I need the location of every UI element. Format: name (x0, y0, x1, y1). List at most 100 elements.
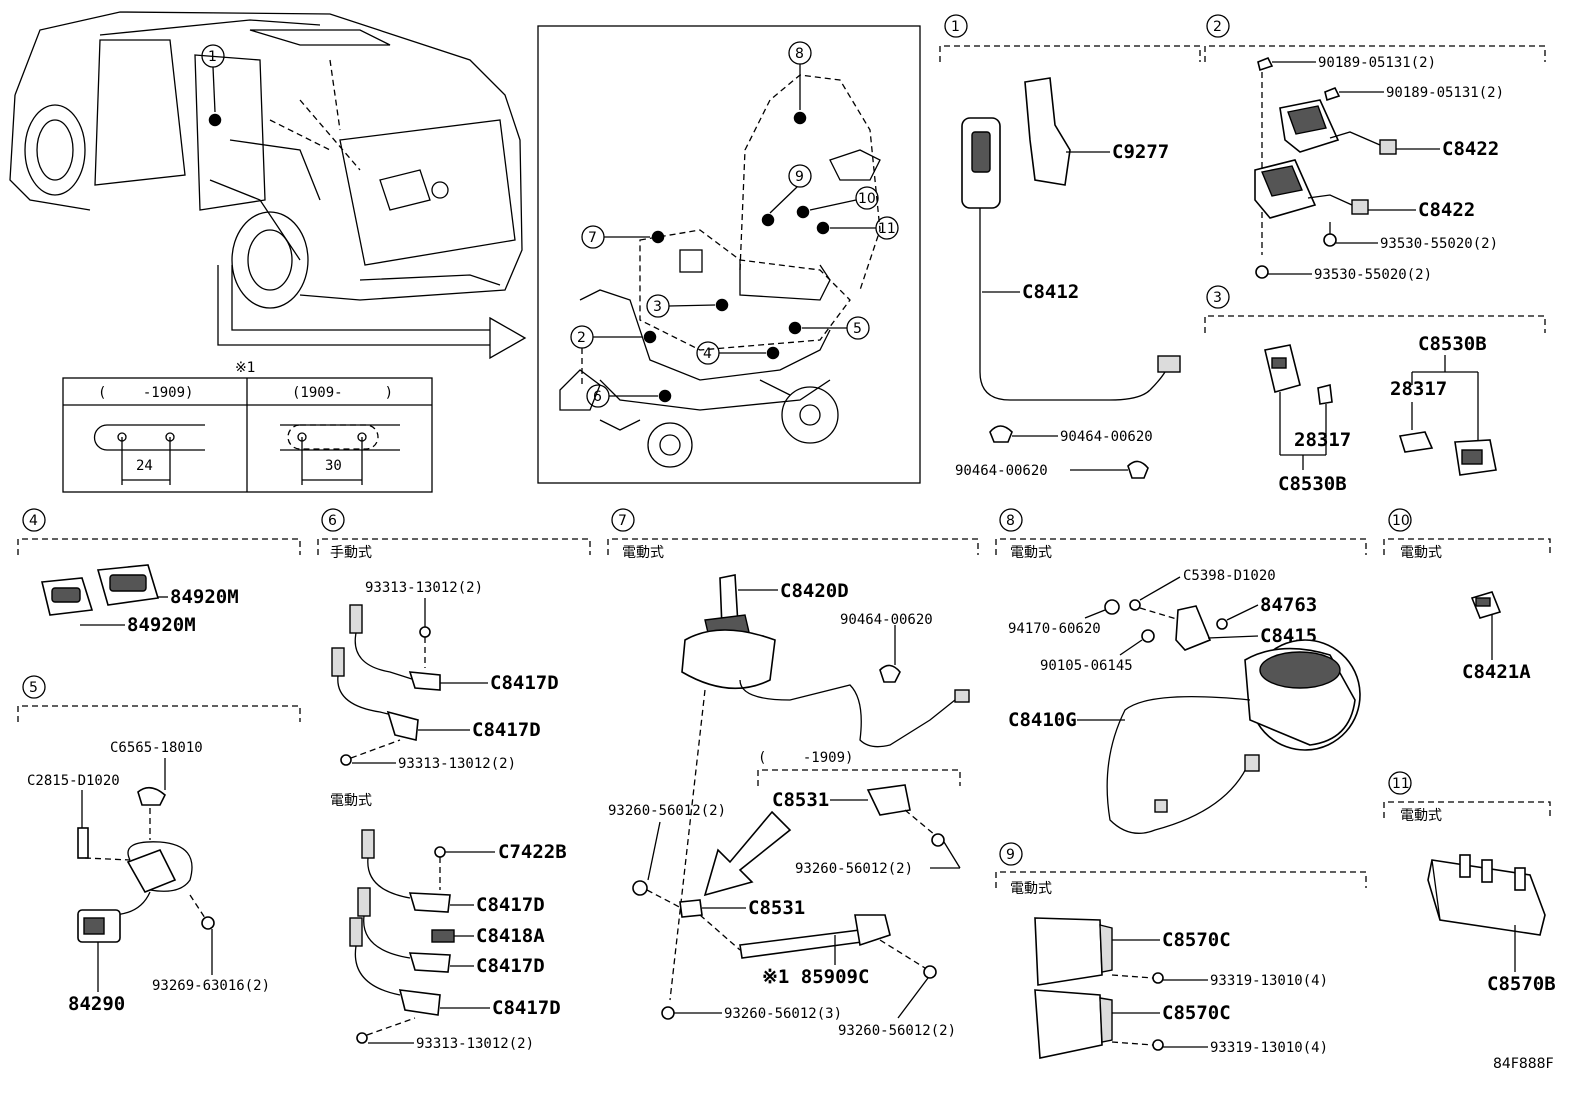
section-5: 5 C6565-18010 C2815-D1020 84290 93269-63… (17, 675, 301, 1015)
svg-text:84920M: 84920M (127, 614, 196, 636)
svg-text:93260-56012(2): 93260-56012(2) (608, 803, 726, 819)
svg-text:C8417D: C8417D (472, 719, 541, 741)
svg-text:C8412: C8412 (1022, 281, 1079, 303)
svg-text:93260-56012(2): 93260-56012(2) (838, 1023, 956, 1039)
svg-text:8: 8 (795, 46, 804, 62)
section-2: 2 90189-05131(2) 90189-05131(2) C8422 C8… (1204, 14, 1546, 283)
svg-text:C6565-18010: C6565-18010 (110, 740, 203, 756)
section-9: 9 電動式 C8570C 93319-13010(4) C8570C 93319… (995, 842, 1367, 1059)
svg-text:93260-56012(2): 93260-56012(2) (795, 861, 913, 877)
svg-text:93260-56012(3): 93260-56012(3) (724, 1006, 842, 1022)
svg-text:C8417D: C8417D (492, 997, 561, 1019)
svg-text:電動式: 電動式 (622, 545, 664, 561)
svg-text:C8530B: C8530B (1278, 473, 1347, 495)
svg-text:90464-00620: 90464-00620 (1060, 429, 1153, 445)
svg-text:手動式: 手動式 (330, 545, 372, 561)
svg-text:84763: 84763 (1260, 594, 1317, 616)
svg-text:4: 4 (29, 513, 38, 529)
svg-text:93313-13012(2): 93313-13012(2) (365, 580, 483, 596)
seat-callout-8: 8 (788, 41, 812, 125)
seat-callout-7: 7 (581, 225, 665, 249)
svg-text:C8417D: C8417D (476, 894, 545, 916)
svg-text:C8417D: C8417D (476, 955, 545, 977)
svg-text:C8421A: C8421A (1462, 661, 1531, 683)
svg-text:2: 2 (577, 330, 586, 346)
footnote-table: ※1 ( -1909) (1909- ) 24 30 (62, 360, 433, 493)
svg-text:84290: 84290 (68, 993, 125, 1015)
vehicle-callout-1: 1 (201, 44, 225, 127)
svg-text:93319-13010(4): 93319-13010(4) (1210, 973, 1328, 989)
svg-text:28317: 28317 (1294, 429, 1351, 451)
svg-text:C8530B: C8530B (1418, 333, 1487, 355)
svg-text:10: 10 (1392, 513, 1410, 529)
seat-callout-10: 10 (796, 186, 879, 219)
svg-text:94170-60620: 94170-60620 (1008, 621, 1101, 637)
svg-text:4: 4 (703, 346, 712, 362)
svg-text:※1: ※1 (235, 360, 256, 376)
svg-text:93313-13012(2): 93313-13012(2) (416, 1036, 534, 1052)
section-10: 10 電動式 C8421A (1383, 508, 1551, 683)
svg-text:90189-05131(2): 90189-05131(2) (1386, 85, 1504, 101)
section-1: 1 C9277 C8412 90464-00620 90464-00620 (939, 14, 1201, 479)
svg-text:84920M: 84920M (170, 586, 239, 608)
svg-text:C8570B: C8570B (1487, 973, 1556, 995)
seat-callout-2: 2 (570, 325, 657, 385)
svg-text:9: 9 (1006, 847, 1015, 863)
svg-text:( -1909): ( -1909) (98, 385, 193, 401)
svg-text:C7422B: C7422B (498, 841, 567, 863)
svg-text:C8417D: C8417D (490, 672, 559, 694)
svg-text:C8570C: C8570C (1162, 929, 1231, 951)
svg-text:1: 1 (951, 19, 960, 35)
svg-text:電動式: 電動式 (1400, 545, 1442, 561)
svg-text:C8420D: C8420D (780, 580, 849, 602)
svg-text:C5398-D1020: C5398-D1020 (1183, 568, 1276, 584)
svg-text:( -1909): ( -1909) (758, 750, 853, 766)
svg-text:3: 3 (1213, 290, 1222, 306)
seat-callout-3: 3 (646, 294, 729, 318)
seat-callout-6: 6 (586, 384, 672, 408)
svg-text:93530-55020(2): 93530-55020(2) (1314, 267, 1432, 283)
vehicle-illustration (9, 11, 527, 360)
svg-text:3: 3 (653, 299, 662, 315)
svg-text:24: 24 (136, 458, 153, 474)
svg-text:93319-13010(4): 93319-13010(4) (1210, 1040, 1328, 1056)
svg-text:C8422: C8422 (1418, 199, 1475, 221)
seat-overview (537, 25, 921, 484)
svg-text:7: 7 (588, 230, 597, 246)
svg-text:C8570C: C8570C (1162, 1002, 1231, 1024)
svg-text:90464-00620: 90464-00620 (955, 463, 1048, 479)
section-7: 7 電動式 C8420D 90464-00620 ( -1909) C8531 … (607, 508, 979, 1039)
svg-text:(1909- ): (1909- ) (292, 385, 393, 401)
svg-text:8: 8 (1006, 513, 1015, 529)
svg-text:90189-05131(2): 90189-05131(2) (1318, 55, 1436, 71)
svg-text:93313-13012(2): 93313-13012(2) (398, 756, 516, 772)
svg-text:5: 5 (853, 321, 862, 337)
svg-text:C8422: C8422 (1442, 138, 1499, 160)
seat-callout-4: 4 (696, 341, 780, 365)
svg-text:11: 11 (1392, 776, 1410, 792)
section-4: 4 84920M 84920M (17, 508, 301, 636)
seat-callout-9: 9 (761, 164, 812, 227)
svg-text:93269-63016(2): 93269-63016(2) (152, 978, 270, 994)
svg-text:C8418A: C8418A (476, 925, 545, 947)
svg-text:11: 11 (878, 221, 896, 237)
svg-text:6: 6 (593, 389, 602, 405)
svg-text:電動式: 電動式 (1010, 881, 1052, 897)
svg-text:6: 6 (328, 513, 337, 529)
svg-text:90464-00620: 90464-00620 (840, 612, 933, 628)
svg-text:93530-55020(2): 93530-55020(2) (1380, 236, 1498, 252)
diagram-code: 84F888F (1493, 1056, 1554, 1072)
svg-text:1: 1 (208, 49, 217, 65)
svg-text:※1 85909C: ※1 85909C (762, 966, 869, 988)
svg-text:10: 10 (858, 191, 876, 207)
svg-text:電動式: 電動式 (330, 793, 372, 809)
svg-text:C8531: C8531 (772, 789, 829, 811)
svg-text:7: 7 (618, 513, 627, 529)
svg-text:C8531: C8531 (748, 897, 805, 919)
svg-text:90105-06145: 90105-06145 (1040, 658, 1133, 674)
section-11: 11 電動式 C8570B (1383, 771, 1556, 995)
svg-text:2: 2 (1213, 19, 1222, 35)
section-8: 8 電動式 C5398-D1020 94170-60620 84763 C841… (995, 508, 1367, 834)
svg-text:電動式: 電動式 (1400, 808, 1442, 824)
svg-text:30: 30 (325, 458, 342, 474)
